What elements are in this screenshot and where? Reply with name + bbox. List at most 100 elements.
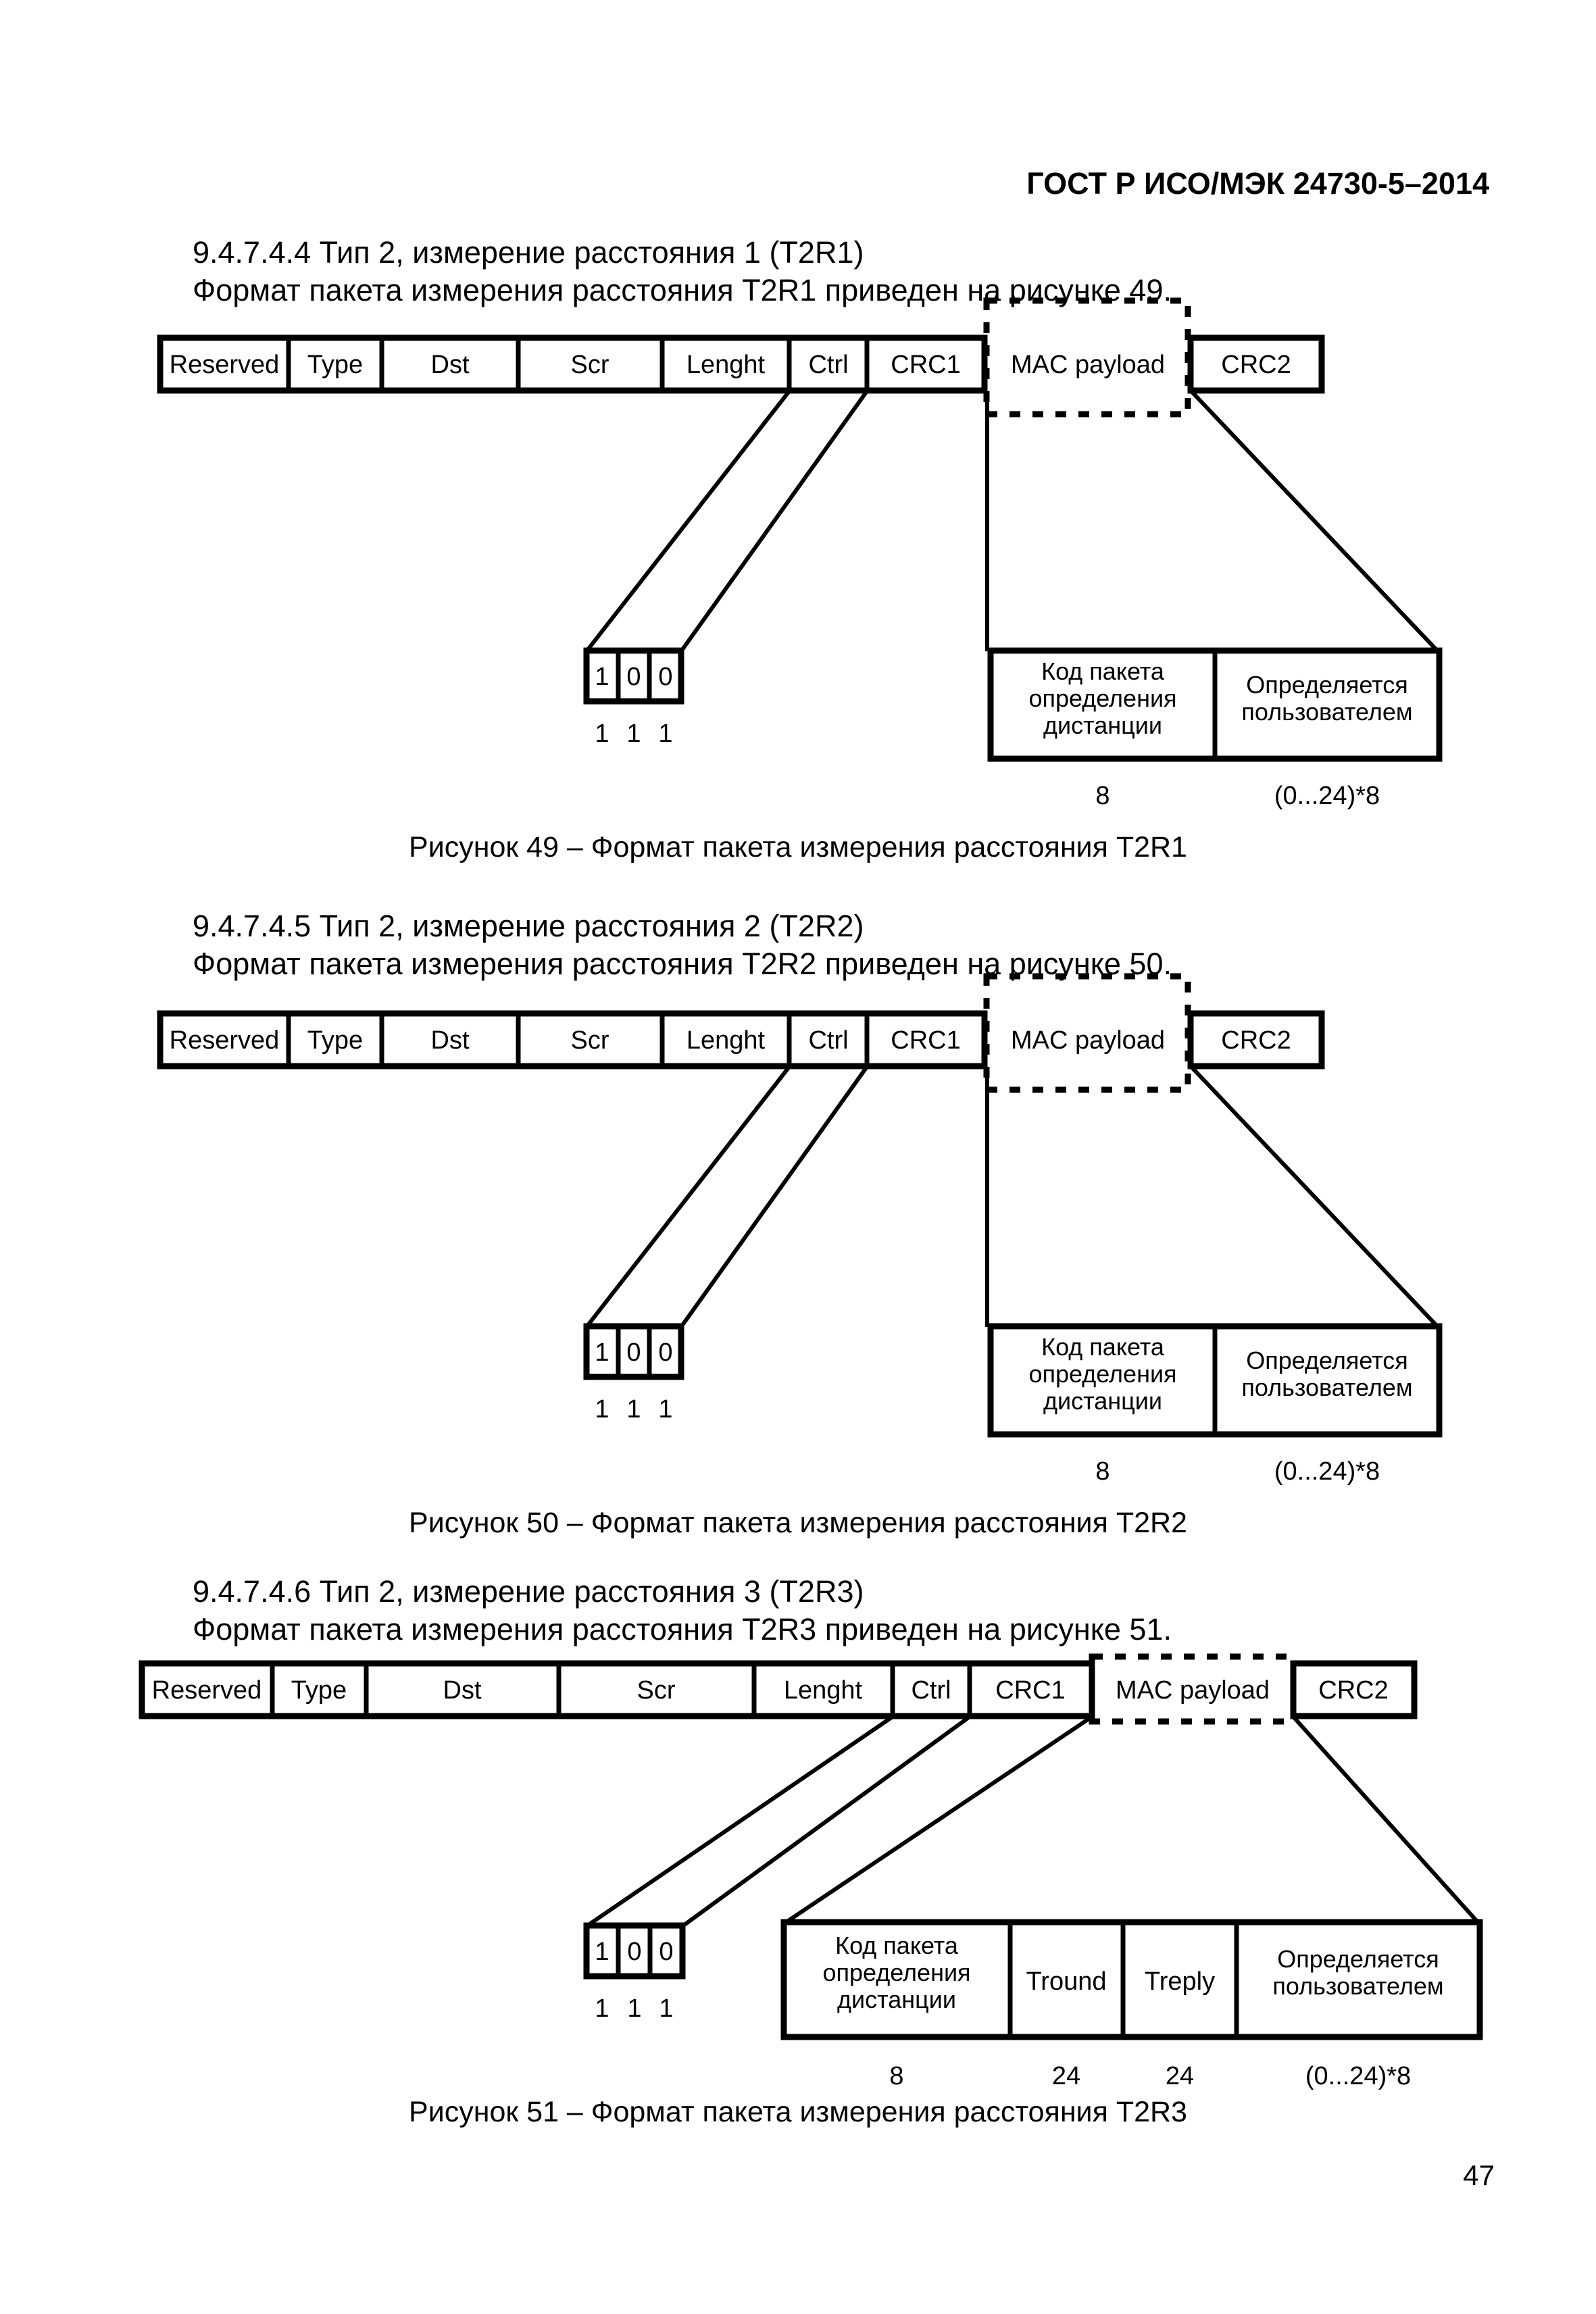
size-label-user: (0...24)*8 [1305,2062,1411,2090]
ctrl-right-connector [681,1715,971,1928]
figure-51-caption: Рисунок 51 – Формат пакета измерения рас… [409,2096,1187,2128]
packet-row-dividers [270,1663,972,1716]
connector-lines [584,1065,1440,1329]
cell-label-ctrl: Ctrl [911,1676,951,1705]
bit-value: 1 [595,663,609,691]
user-defined-line: Определяется [1277,1945,1439,1973]
packet-header-row [157,334,988,394]
cell-label-mac-payload: MAC payload [1011,1026,1165,1055]
size-label-code: 8 [1095,782,1109,810]
code-packet-line: определения [1028,1360,1176,1388]
size-label-user: (0...24)*8 [1274,782,1380,810]
code-packet-line: Код пакета [1041,657,1165,685]
cell-label-reserved: Reserved [170,1026,280,1055]
section-body-t2r2: Формат пакета измерения расстояния T2R2 … [193,947,1172,981]
size-label-tround: 24 [1052,2062,1080,2090]
connector-lines [585,1715,1480,1928]
bit-width-label: 1 [659,1994,673,2023]
user-defined-line: Определяется [1246,671,1407,699]
cell-label-crc2: CRC2 [1221,1026,1291,1055]
bit-field-box [583,1922,686,1980]
user-defined-line: пользователем [1241,1374,1412,1401]
user-defined-line: Определяется [1246,1347,1407,1374]
cell-label-type: Type [307,351,363,379]
cell-label-reserved: Reserved [152,1676,262,1705]
code-packet-line: определения [1028,684,1176,712]
size-label-code: 8 [1095,1457,1109,1486]
bit-value: 1 [595,1338,609,1367]
code-packet-line: дистанции [1043,711,1162,739]
cell-label-treply: Treply [1145,1967,1215,1996]
size-label-code: 8 [889,2062,903,2090]
ctrl-left-connector [585,1715,894,1928]
section-body-t2r1: Формат пакета измерения расстояния T2R1 … [193,273,1172,307]
section-heading-9-4-7-4-4: 9.4.7.4.4 Тип 2, измерение расстояния 1 … [193,235,864,270]
bit-value: 1 [595,1938,609,1966]
bit-width-label: 1 [658,720,672,748]
bit-value: 0 [626,663,641,691]
bit-width-label: 1 [626,1395,641,1424]
ctrl-right-connector [679,390,869,653]
figure-51-t2r3-packet-diagram: Reserved Type Dst Scr Lenght Ctrl CRC1 M… [139,1653,1483,2090]
code-packet-line: определения [822,1959,970,1986]
cell-label-type: Type [291,1676,347,1705]
ctrl-left-connector [584,390,791,653]
bit-value: 0 [658,663,672,691]
crc2-cell-box [1187,1010,1325,1070]
bit-field-box [583,647,684,705]
cell-label-lenght: Lenght [784,1676,863,1705]
bit-value: 0 [626,1338,641,1367]
cell-label-scr: Scr [637,1676,676,1705]
cell-label-crc1: CRC1 [891,351,960,379]
cell-label-crc2: CRC2 [1318,1676,1388,1705]
cell-label-scr: Scr [571,351,609,379]
section-heading-9-4-7-4-6: 9.4.7.4.6 Тип 2, измерение расстояния 3 … [193,1574,864,1609]
cell-label-dst: Dst [443,1676,482,1705]
cell-label-lenght: Lenght [687,351,766,379]
packet-row-dividers [286,338,870,391]
bit-width-label: 1 [658,1395,672,1424]
connector-lines [584,389,1440,653]
bit-width-label: 1 [595,1994,609,2023]
cell-label-ctrl: Ctrl [808,1026,848,1055]
figure-49-caption: Рисунок 49 – Формат пакета измерения рас… [409,831,1187,863]
packet-row-dividers [286,1013,870,1066]
packet-header-row [157,1010,988,1070]
standard-designation: ГОСТ Р ИСО/МЭК 24730-5–2014 [1026,166,1489,201]
page-number: 47 [1463,2159,1495,2191]
cell-label-crc1: CRC1 [995,1676,1065,1705]
user-defined-line: пользователем [1272,1972,1443,2000]
mac-right-connector [1189,1065,1440,1329]
size-label-treply: 24 [1166,2062,1194,2090]
packet-header-row [139,1660,1095,1719]
cell-label-lenght: Lenght [687,1026,766,1055]
cell-label-mac-payload: MAC payload [1011,351,1165,379]
bit-width-label: 1 [627,1994,641,2023]
user-defined-line: пользователем [1241,698,1412,726]
section-body-t2r3: Формат пакета измерения расстояния T2R3 … [193,1612,1172,1646]
code-packet-line: Код пакета [835,1932,959,1959]
mac-left-connector [784,1715,1093,1925]
bit-field-box [583,1323,684,1380]
cell-label-scr: Scr [571,1026,609,1055]
bit-value: 0 [658,1338,672,1367]
size-label-user: (0...24)*8 [1274,1457,1380,1486]
crc2-cell-box [1187,334,1325,394]
cell-label-tround: Tround [1026,1967,1107,1996]
code-packet-line: дистанции [837,1986,956,2013]
cell-label-crc2: CRC2 [1221,351,1291,379]
cell-label-dst: Dst [431,1026,470,1055]
figure-49-t2r1-packet-diagram: Reserved Type Dst Scr Lenght Ctrl CRC1 M… [157,297,1443,810]
bit-value: 0 [659,1938,673,1966]
payload-detail-box [780,1919,1483,2040]
figure-50-t2r2-packet-diagram: Reserved Type Dst Scr Lenght Ctrl CRC1 M… [157,973,1443,1486]
code-packet-line: Код пакета [1041,1333,1165,1361]
cell-label-type: Type [307,1026,363,1055]
ctrl-left-connector [584,1065,791,1328]
bit-width-label: 1 [595,1395,609,1424]
crc2-cell-box [1290,1660,1418,1719]
cell-label-ctrl: Ctrl [808,351,848,379]
cell-label-reserved: Reserved [170,351,280,379]
code-packet-line: дистанции [1043,1387,1162,1415]
